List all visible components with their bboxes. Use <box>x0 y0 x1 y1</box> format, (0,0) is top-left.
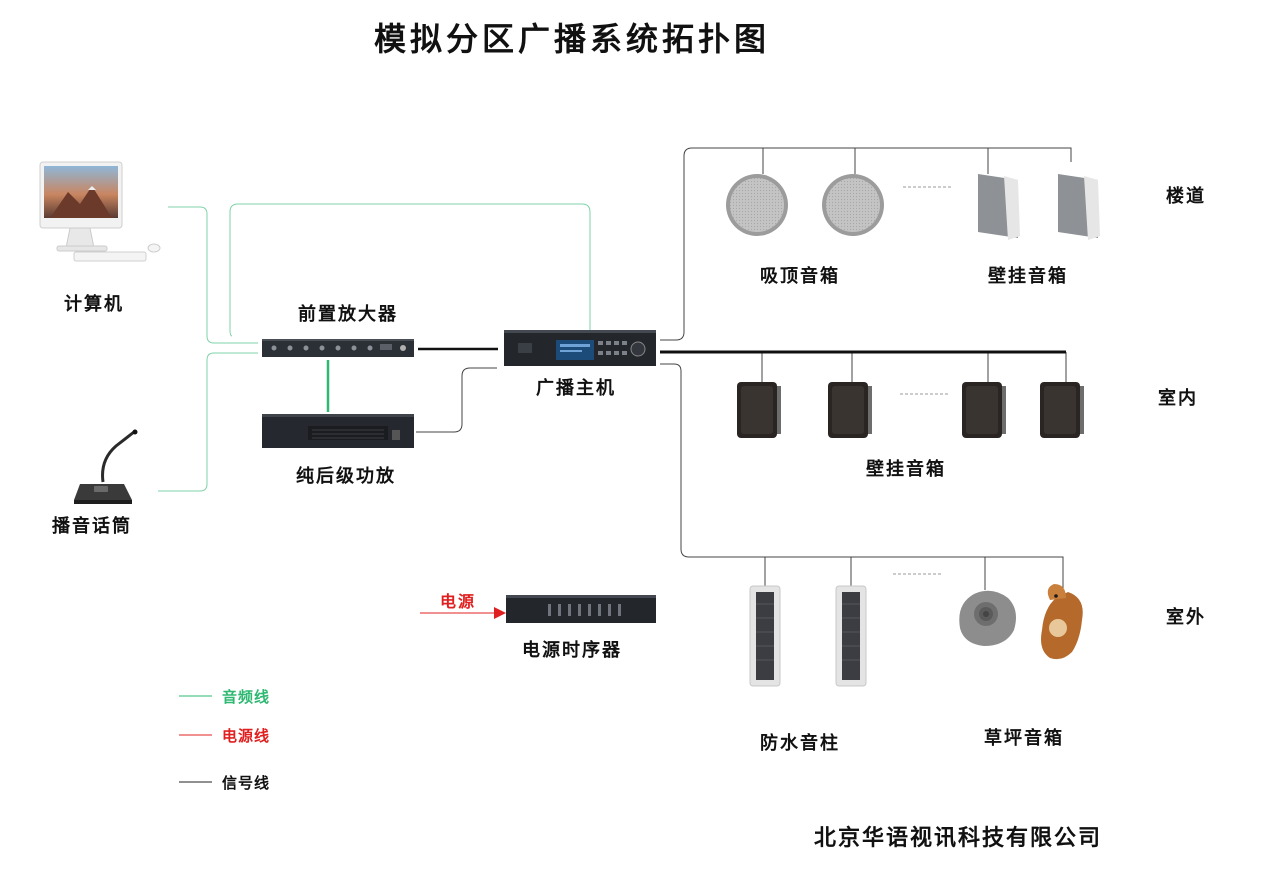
stairway-bus <box>660 147 1072 341</box>
company-name: 北京华语视讯科技有限公司 <box>814 825 1103 851</box>
computer-audio-line <box>168 206 258 344</box>
wall-speaker-icon <box>1040 382 1084 438</box>
mic-audio-line <box>158 352 258 492</box>
label-power-sequencer: 电源时序器 <box>522 640 622 661</box>
rock-speaker-icon <box>959 590 1016 646</box>
broadcast-host-device <box>504 330 656 366</box>
power-amp-device <box>262 414 414 448</box>
wall-speaker-icon <box>828 382 872 438</box>
label-paging-mic: 播音话筒 <box>52 516 132 537</box>
ceiling-speaker-icon <box>822 174 884 236</box>
label-indoor-wall-speaker: 壁挂音箱 <box>866 459 946 480</box>
label-preamp: 前置放大器 <box>298 304 398 325</box>
wall-speaker-icon <box>978 174 1020 240</box>
zone-label-indoor: 室内 <box>1158 388 1198 409</box>
zone-label-outdoor: 室外 <box>1166 607 1206 628</box>
column-speaker-icon <box>749 585 781 687</box>
label-column-speaker: 防水音柱 <box>760 733 840 754</box>
ceiling-speaker-icon <box>726 174 788 236</box>
outdoor-bus <box>660 363 1064 590</box>
label-lawn-speaker: 草坪音箱 <box>984 728 1064 749</box>
column-speaker-icon <box>835 585 867 687</box>
audio-lines <box>158 203 591 492</box>
squirrel-speaker-icon <box>1041 584 1083 660</box>
signal-lines <box>416 147 1072 590</box>
computer-icon <box>39 161 161 262</box>
label-broadcast-host: 广播主机 <box>536 378 616 399</box>
label-stairway-wall-speaker: 壁挂音箱 <box>988 266 1068 287</box>
legend-audio-label: 音频线 <box>222 688 271 706</box>
diagram-title: 模拟分区广播系统拓扑图 <box>374 20 771 58</box>
power-sequencer-device <box>506 595 656 623</box>
zone-label-stairway: 楼道 <box>1166 186 1206 207</box>
preamp-device <box>262 339 414 357</box>
label-computer: 计算机 <box>64 294 124 315</box>
label-power-input: 电源 <box>440 592 477 611</box>
power-arrow-icon <box>494 607 506 619</box>
preamp-host-audio-line <box>229 203 591 337</box>
label-ceiling-speaker: 吸顶音箱 <box>760 266 840 287</box>
label-power-amp: 纯后级功放 <box>296 466 396 487</box>
legend-power-label: 电源线 <box>222 727 271 745</box>
wall-speaker-icon <box>1058 174 1100 240</box>
wall-speaker-icon <box>962 382 1006 438</box>
host-amp-signal-line <box>416 367 497 433</box>
legend-signal-label: 信号线 <box>222 774 271 792</box>
microphone-icon <box>74 429 138 504</box>
wall-speaker-icon <box>737 382 781 438</box>
